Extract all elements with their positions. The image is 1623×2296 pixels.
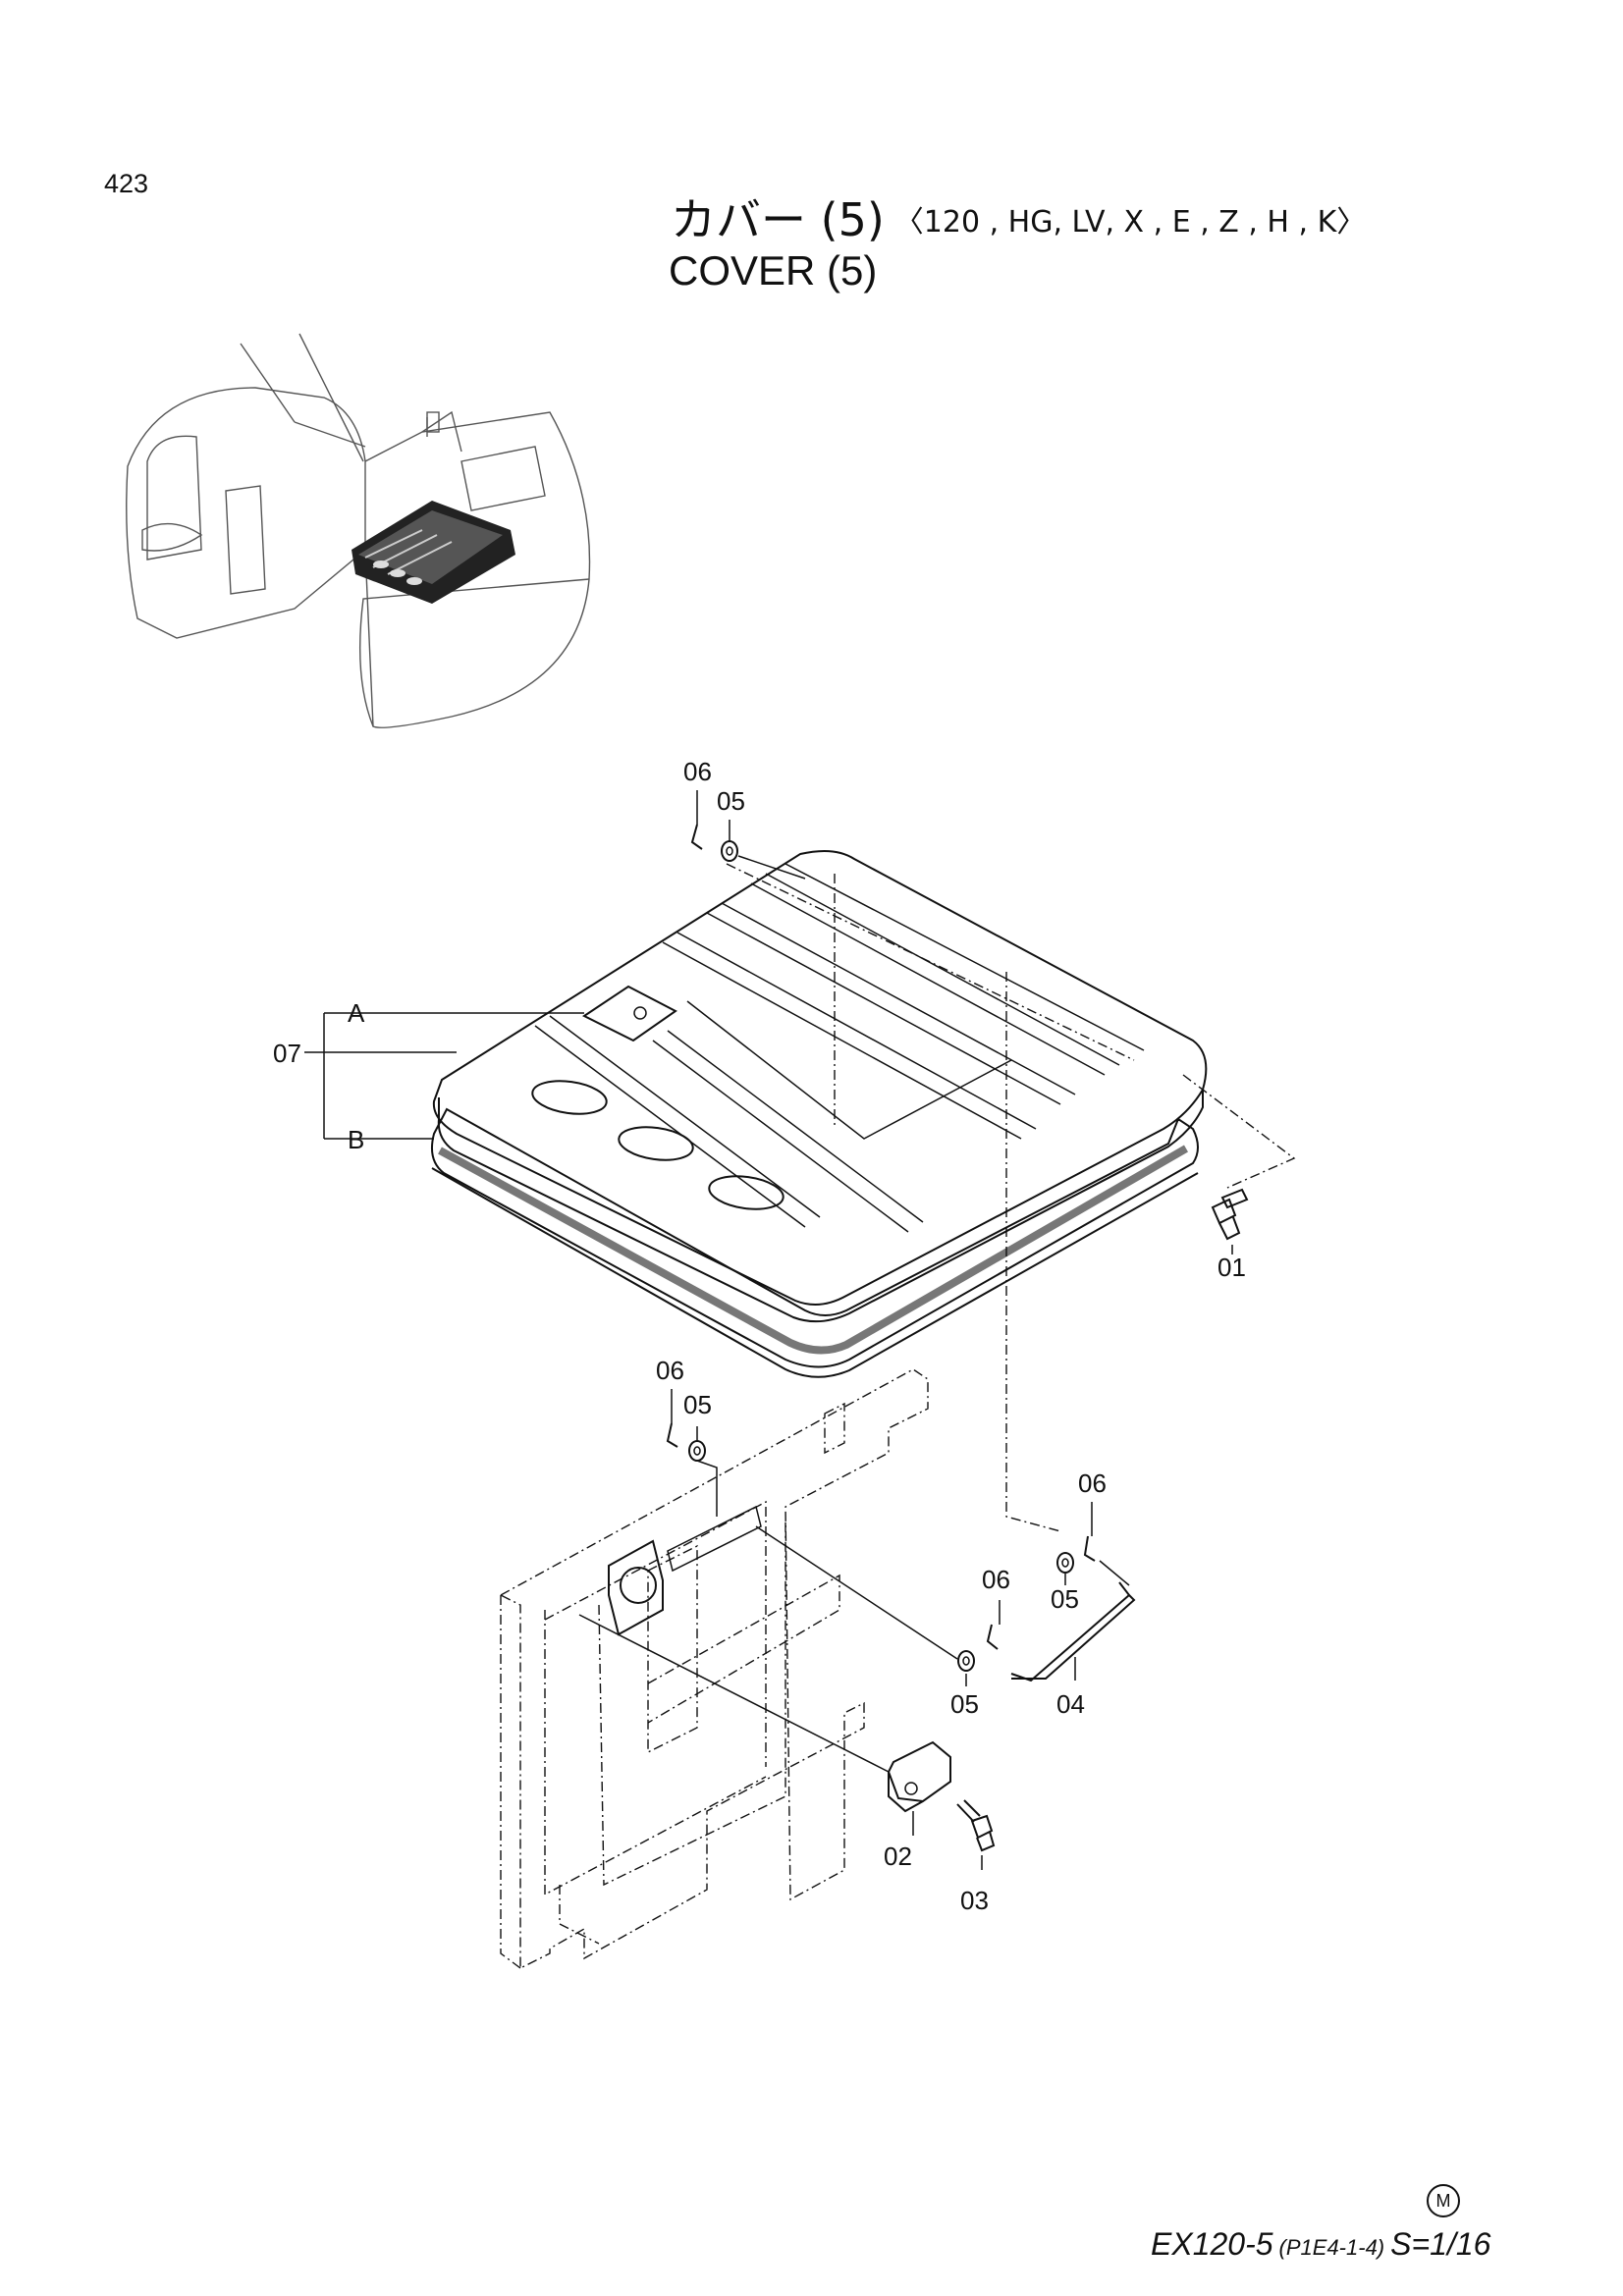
stay-part-04 [1010,1581,1136,1682]
bracket-part-02 [887,1740,951,1813]
callout-05-top: 05 [717,786,745,816]
footer-model: EX120-5 [1151,2226,1273,2262]
title-japanese: カバー (5)〈120 , HG, LV, X , E , Z , H , K〉 [671,185,1366,249]
title-japanese-text: カバー (5) [671,193,885,246]
callout-02: 02 [884,1842,912,1871]
page-number: 423 [104,169,149,198]
footer-page-fraction: S=1/16 [1390,2226,1491,2262]
callout-06-low: 06 [982,1565,1010,1594]
callout-01: 01 [1217,1253,1246,1282]
callout-04: 04 [1056,1689,1085,1719]
bolt-part-01 [1211,1188,1249,1241]
callout-06-right: 06 [1078,1468,1107,1498]
callout-03: 03 [960,1886,989,1915]
callout-05-right: 05 [1051,1584,1079,1614]
bolt-part-03 [956,1799,996,1852]
manufacturer-mark: M [1427,2184,1460,2217]
callout-06-top: 06 [683,757,712,786]
title-english: COVER (5) [669,247,878,294]
pin-parts-06 [666,824,1096,1650]
callout-05-low: 05 [950,1689,979,1719]
excavator-overview-illustration [126,333,591,728]
washer-parts-05 [688,840,1074,1672]
callout-07: 07 [273,1039,301,1068]
callout-A: A [348,998,365,1028]
footer-reference: EX120-5(P1E4-1-4)S=1/16 [1151,2226,1490,2263]
callout-06-mid: 06 [656,1356,684,1385]
callout-B: B [348,1125,364,1154]
title-variants: 〈120 , HG, LV, X , E , Z , H , K〉 [893,205,1367,240]
frame-bracket [499,1368,929,1970]
footer-code: (P1E4-1-4) [1278,2235,1385,2260]
cover-assembly [431,849,1208,1378]
callout-05-mid: 05 [683,1390,712,1419]
